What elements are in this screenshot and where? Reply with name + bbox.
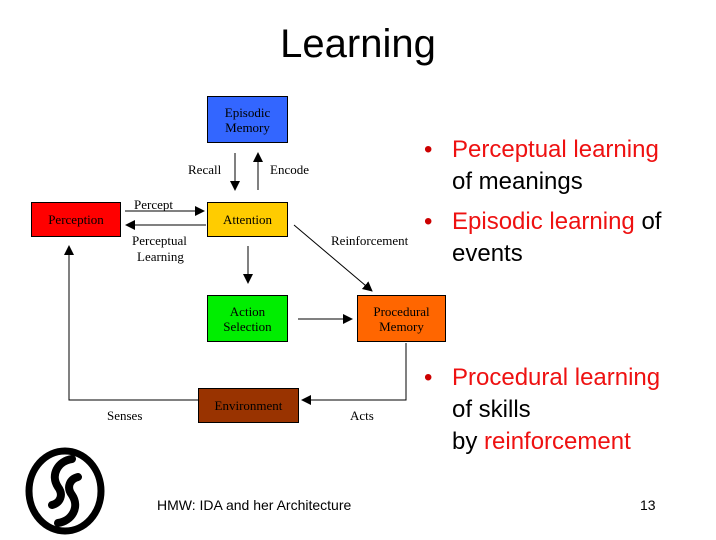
acts-arrow bbox=[301, 343, 407, 405]
bullet-episodic-black1: of bbox=[634, 208, 662, 235]
recall-label: Recall bbox=[188, 162, 222, 177]
attention-label: Attention bbox=[222, 212, 273, 227]
environment-label: Environment bbox=[214, 398, 283, 413]
attention-box: Attention bbox=[207, 202, 288, 237]
encode-label: Encode bbox=[270, 162, 309, 177]
bullet-list: • Perceptual learning of meanings • Epis… bbox=[424, 134, 714, 458]
bullet-dot: • bbox=[424, 136, 433, 163]
action-selection-box: Action Selection bbox=[207, 295, 288, 342]
university-logo bbox=[25, 447, 105, 535]
perception-box: Perception bbox=[31, 202, 121, 237]
bullet-perceptual-red: Perceptual learning bbox=[452, 136, 659, 163]
reinforcement-label: Reinforcement bbox=[331, 233, 409, 248]
bullet-episodic: • Episodic learning of events bbox=[424, 206, 714, 270]
reinforcement-arrow bbox=[293, 224, 373, 292]
perceptual-learning-label-2: Learning bbox=[137, 249, 184, 264]
page-number: 13 bbox=[640, 497, 656, 513]
procedural-memory-line2: Memory bbox=[379, 318, 424, 334]
senses-label: Senses bbox=[107, 408, 143, 423]
bullet-episodic-black2: events bbox=[452, 240, 523, 267]
bullet-perceptual: • Perceptual learning of meanings bbox=[424, 134, 714, 198]
bullet-procedural-black2: by bbox=[452, 428, 485, 455]
episodic-memory-line2: Memory bbox=[225, 119, 270, 135]
bullet-dot: • bbox=[424, 364, 433, 391]
episodic-memory-box: Episodic Memory bbox=[207, 96, 288, 143]
procedural-memory-line1: Procedural bbox=[373, 303, 430, 319]
bullet-perceptual-black: of meanings bbox=[452, 168, 583, 195]
bullet-episodic-red: Episodic learning bbox=[452, 208, 635, 235]
bullet-procedural-black1: of skills bbox=[452, 396, 531, 423]
bullet-procedural-red2: reinforcement bbox=[484, 428, 631, 455]
percept-label: Percept bbox=[134, 197, 173, 212]
footer-text: HMW: IDA and her Architecture bbox=[157, 497, 352, 513]
perceptual-learning-label-1: Perceptual bbox=[132, 233, 187, 248]
bullet-procedural: • Procedural learning of skills by reinf… bbox=[424, 362, 714, 458]
procedural-memory-box: Procedural Memory bbox=[357, 295, 446, 342]
episodic-memory-line1: Episodic bbox=[224, 104, 271, 120]
bullet-procedural-red: Procedural learning bbox=[452, 364, 661, 391]
slide-title: Learning bbox=[280, 22, 436, 66]
action-selection-line1: Action bbox=[229, 303, 266, 319]
environment-box: Environment bbox=[198, 388, 299, 423]
action-selection-line2: Selection bbox=[223, 318, 272, 334]
acts-label: Acts bbox=[350, 408, 374, 423]
senses-arrow bbox=[64, 245, 198, 401]
bullet-dot: • bbox=[424, 208, 433, 235]
perception-label: Perception bbox=[48, 212, 104, 227]
